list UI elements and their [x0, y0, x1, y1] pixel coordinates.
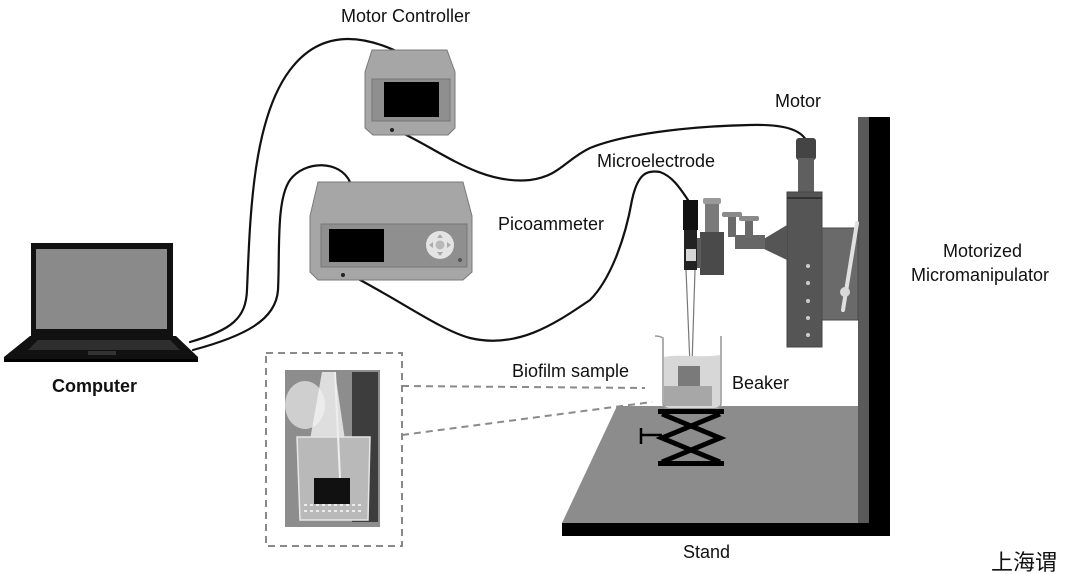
adjust-knob-2	[728, 215, 736, 237]
column-hole	[806, 281, 810, 285]
column-hole	[806, 333, 810, 337]
electrode-icon	[683, 200, 698, 366]
photo-electrode	[334, 371, 341, 479]
cable-computer-to-picoammeter	[191, 164, 352, 352]
laptop-keyboard	[28, 340, 180, 350]
label-computer: Computer	[52, 376, 137, 396]
adjust-knob-3-cap	[739, 216, 759, 221]
label-motor-controller: Motor Controller	[341, 6, 470, 26]
label-micromanipulator-line2: Micromanipulator	[911, 265, 1049, 285]
column-hole	[806, 264, 810, 268]
photo-biofilm-block	[314, 478, 350, 504]
electrode-shaft-right	[691, 269, 696, 366]
beaker-outline	[654, 335, 722, 410]
watermark-text: 上海谓	[991, 551, 1057, 574]
motor-controller-device	[364, 49, 456, 136]
beaker-icon	[654, 335, 722, 410]
photo-beaker-pattern	[304, 504, 362, 512]
stand-icon	[562, 117, 890, 536]
laptop-icon	[4, 243, 198, 362]
photo-icon	[285, 370, 380, 527]
adjust-knob-3	[745, 220, 753, 238]
cable-picoammeter-to-microelectrode	[343, 170, 690, 342]
stand-post	[869, 117, 890, 536]
adjust-knob-1-cap	[703, 198, 721, 204]
label-stand: Stand	[683, 542, 730, 562]
cable-motor-controller-to-motor	[396, 123, 808, 182]
callout-line-upper	[401, 385, 646, 389]
cables	[188, 37, 808, 352]
motor-controller-port-icon	[390, 128, 394, 132]
manipulator-column	[786, 191, 823, 348]
label-picoammeter: Picoammeter	[498, 214, 604, 234]
label-biofilm-sample: Biofilm sample	[512, 361, 629, 381]
scissor-jack-icon	[639, 409, 727, 466]
jack-handle-icon	[639, 428, 662, 444]
picoammeter-led-icon	[458, 258, 462, 262]
photo-inset-frame	[265, 352, 403, 547]
photo-inset-callout	[265, 352, 653, 547]
electrode-holder-clamp	[700, 232, 724, 275]
stand-post-side	[858, 117, 869, 523]
sample-base	[664, 386, 712, 406]
cable-computer-to-motor-controller	[188, 37, 396, 344]
label-micromanipulator-line1: Motorized	[943, 241, 1022, 261]
manipulator-cone	[762, 225, 787, 260]
electrode-shaft-left	[685, 269, 691, 366]
adjust-knob-1	[705, 203, 719, 233]
electrode-collar	[686, 249, 696, 261]
lock-knob-icon	[840, 287, 850, 297]
label-microelectrode: Microelectrode	[597, 151, 715, 171]
electrode-cap	[683, 200, 698, 230]
stand-base-edge	[562, 523, 890, 536]
laptop-edge	[4, 359, 198, 362]
jack-top-plate	[658, 409, 724, 414]
motor-controller-screen	[384, 82, 439, 117]
laptop-screen	[36, 249, 167, 329]
manipulator-arm	[735, 235, 765, 249]
dpad-center-icon	[435, 240, 445, 250]
labels: Motor Controller Motor Microelectrode Pi…	[52, 6, 1057, 574]
motor-shaft	[798, 158, 814, 198]
picoammeter-device	[309, 181, 473, 281]
jack-bottom-plate	[658, 461, 724, 466]
laptop-trackpad	[88, 351, 116, 355]
picoammeter-screen	[329, 229, 384, 262]
column-hole	[806, 299, 810, 303]
column-hole	[806, 316, 810, 320]
label-beaker: Beaker	[732, 373, 789, 393]
sample-block-icon	[678, 366, 700, 386]
label-motor: Motor	[775, 91, 821, 111]
adjust-knob-2-cap	[722, 212, 742, 217]
jack-scissors	[655, 411, 727, 465]
callout-line-lower	[401, 401, 653, 436]
motor-icon	[796, 138, 816, 160]
picoammeter-port-icon	[341, 273, 345, 277]
micromanipulator-icon	[693, 138, 859, 348]
